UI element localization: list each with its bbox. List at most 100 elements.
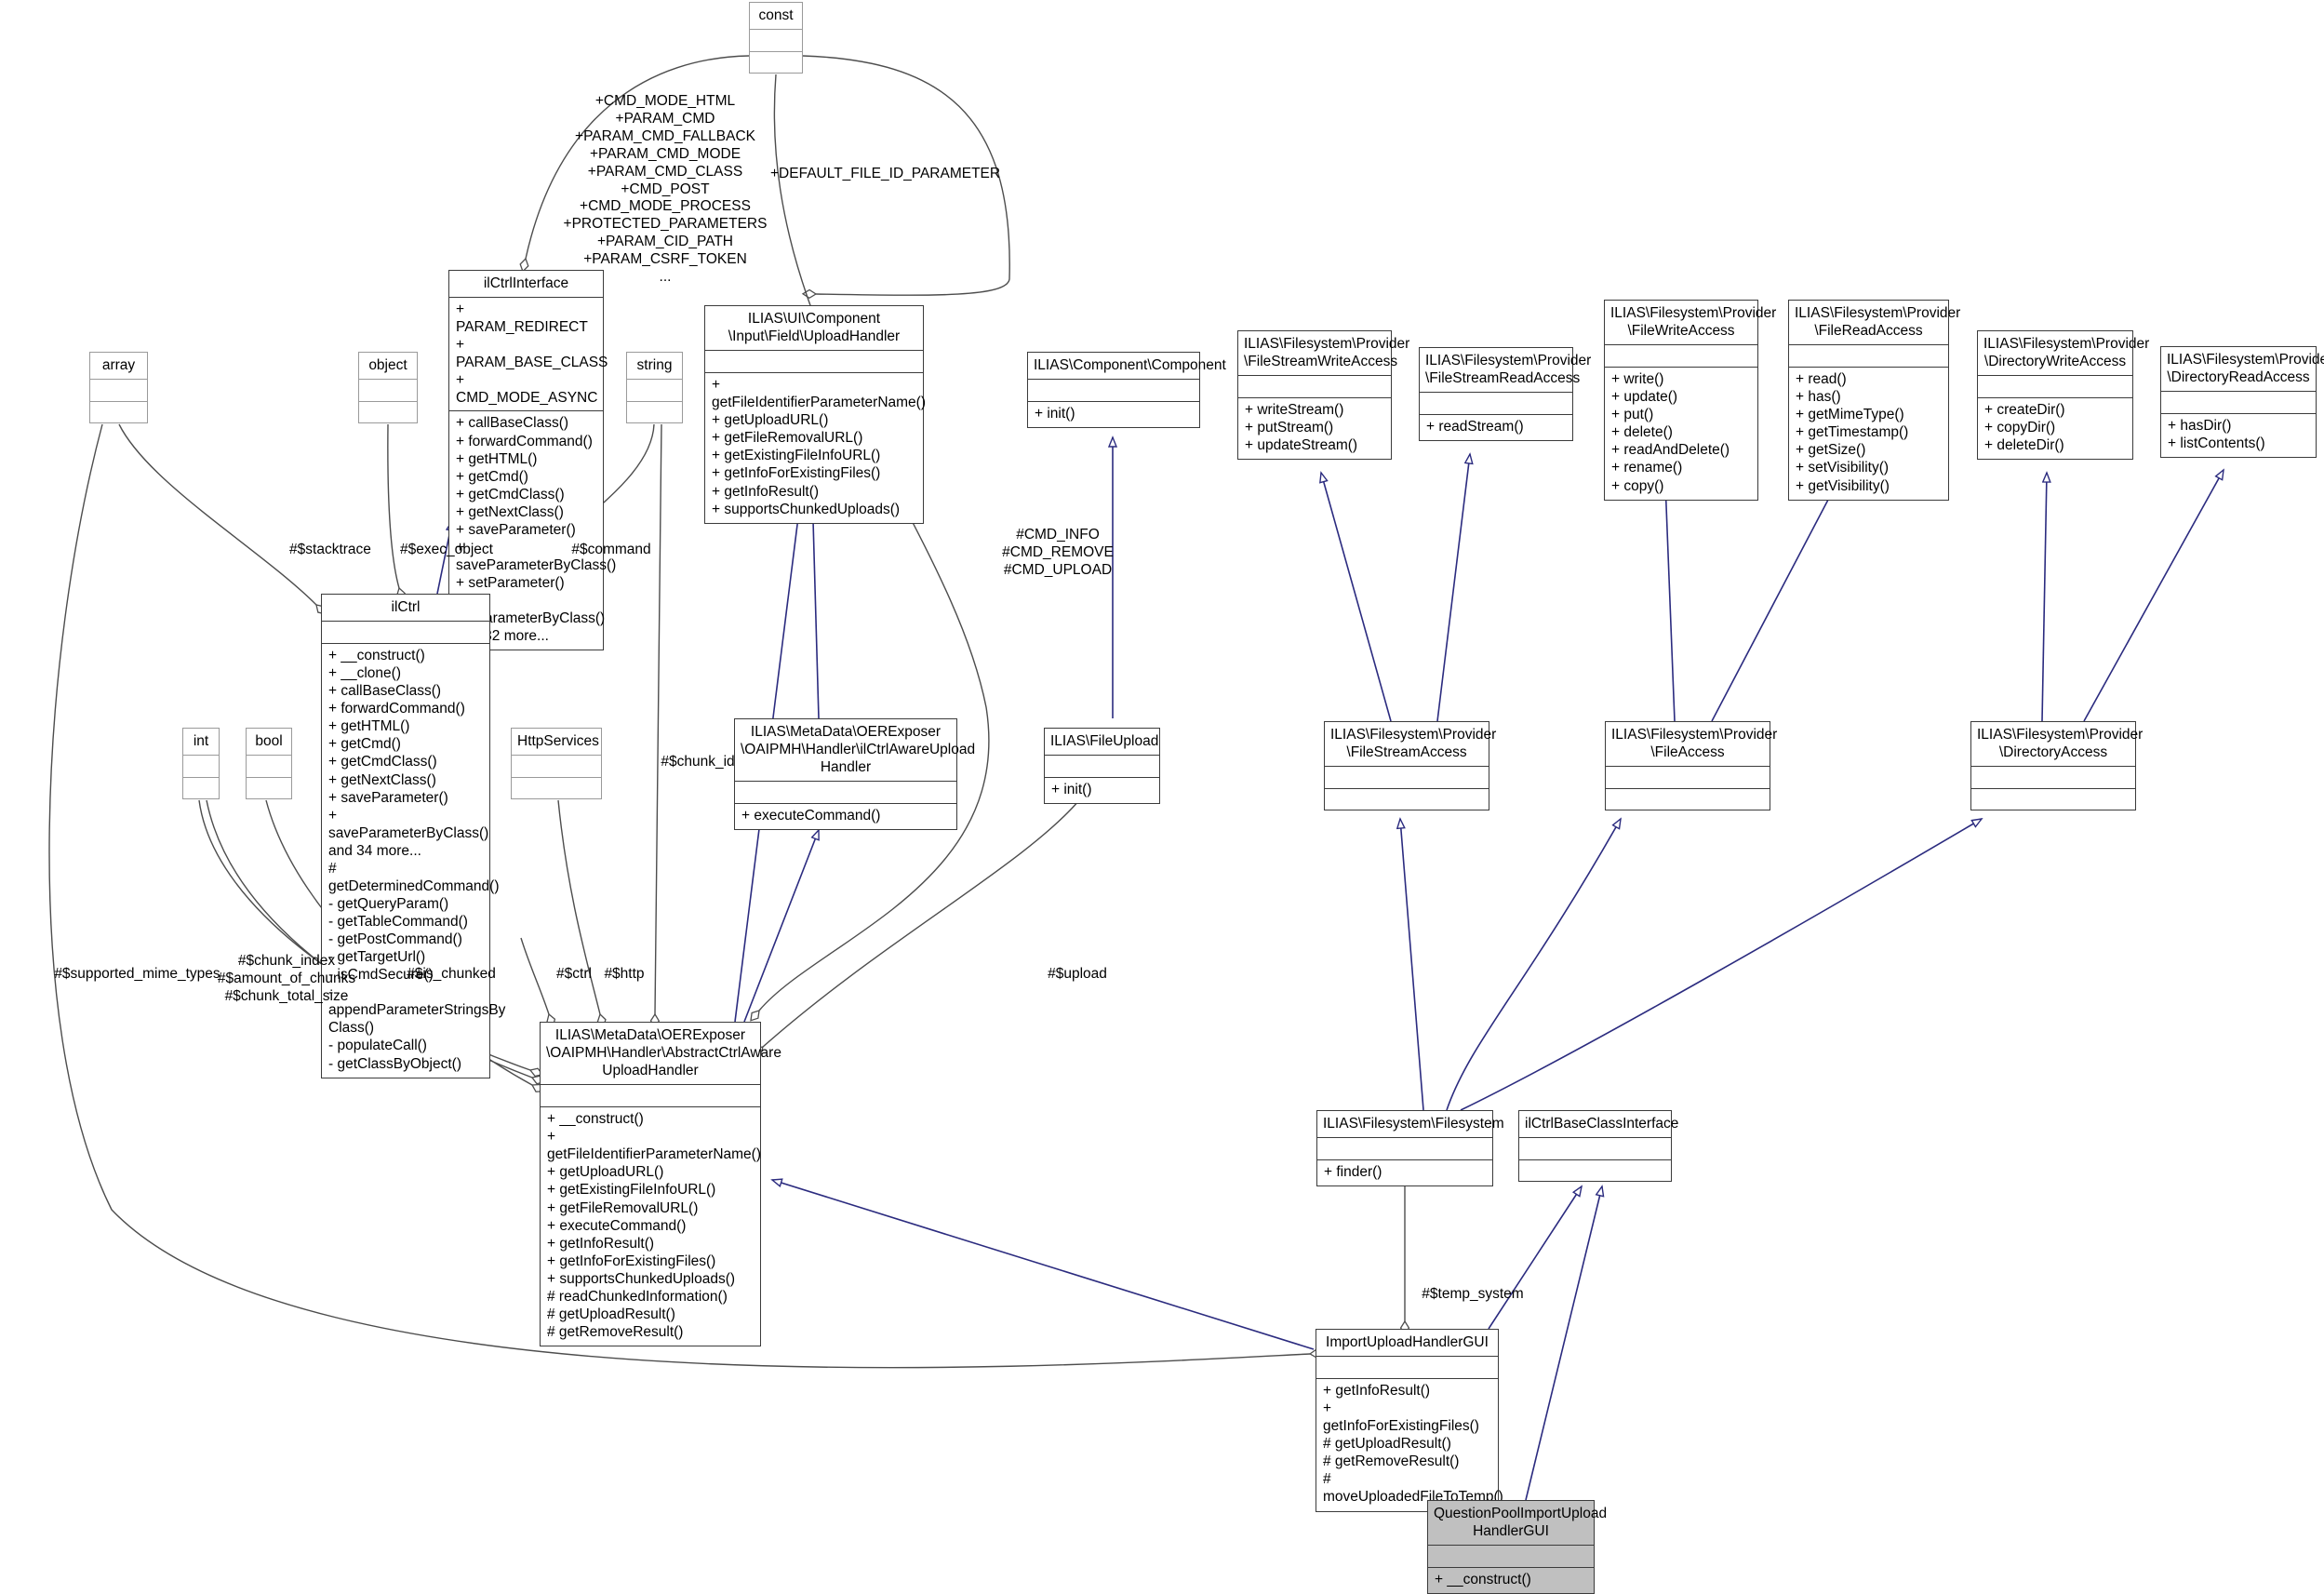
- edge-label-chunk-fields: #$chunk_index #$amount_of_chunks #$chunk…: [217, 953, 356, 1004]
- class-title: object: [359, 353, 417, 381]
- class-attributes: [322, 622, 489, 645]
- class-box-directorywriteaccess[interactable]: ILIAS\Filesystem\Provider \DirectoryWrit…: [1977, 330, 2149, 461]
- class-operation: + getVisibility(): [1796, 477, 1890, 494]
- class-title: ILIAS\Filesystem\Provider \FileReadAcces…: [1789, 301, 1960, 346]
- class-title: ILIAS\FileUpload: [1045, 729, 1159, 757]
- class-box-questionpoolimportuploadhandlergui[interactable]: QuestionPoolImportUpload HandlerGUI + __…: [1427, 1500, 1607, 1594]
- class-box-int[interactable]: int: [182, 728, 220, 800]
- class-attributes: [1045, 756, 1159, 779]
- class-operation: + copy(): [1611, 477, 1664, 494]
- class-box-httpservices[interactable]: HttpServices: [511, 728, 602, 800]
- class-operation: + getHTML(): [456, 450, 538, 467]
- class-title: ILIAS\Filesystem\Provider \FileStreamWri…: [1238, 331, 1409, 377]
- class-box-component[interactable]: ILIAS\Component\Component + init(): [1027, 352, 1226, 429]
- class-operations: [1519, 1160, 1671, 1181]
- class-operations: + read() + has() + getMimeType() + getTi…: [1789, 368, 1948, 499]
- class-box-string[interactable]: string: [626, 352, 683, 424]
- class-box-importuploadhandlergui[interactable]: ImportUploadHandlerGUI + getInfoResult()…: [1316, 1329, 1503, 1512]
- class-attributes: [705, 351, 923, 374]
- class-operations: + write() + update() + put() + delete() …: [1605, 368, 1757, 499]
- class-box-abstractctrlawareuploadhandler[interactable]: ILIAS\MetaData\OERExposer \OAIPMH\Handle…: [540, 1022, 781, 1346]
- class-operation: # readChunkedInformation(): [547, 1288, 728, 1305]
- class-operation: + readAndDelete(): [1611, 442, 1730, 459]
- class-operations: [627, 402, 682, 422]
- class-attributes: [183, 756, 219, 779]
- class-operation: + deleteDir(): [1984, 437, 2064, 454]
- class-operation: + getNextClass(): [328, 771, 436, 788]
- class-attributes: [247, 756, 291, 779]
- class-box-fileupload[interactable]: ILIAS\FileUpload + init(): [1044, 728, 1160, 805]
- class-operation: + getNextClass(): [456, 503, 564, 520]
- class-operation: + getInfoForExistingFiles(): [1323, 1400, 1479, 1435]
- class-box-object[interactable]: object: [358, 352, 418, 424]
- class-box-const[interactable]: const: [749, 2, 803, 74]
- class-operation: # getRemoveResult(): [547, 1323, 684, 1340]
- class-title: ILIAS\Filesystem\Provider \DirectoryRead…: [2161, 347, 2324, 393]
- class-operation-more: and 34 more...: [328, 842, 421, 859]
- class-attributes: [512, 756, 601, 779]
- class-box-filestreamreadaccess[interactable]: ILIAS\Filesystem\Provider \FileStreamRea…: [1419, 347, 1591, 442]
- class-box-ilctrlawareuploadhandler[interactable]: ILIAS\MetaData\OERExposer \OAIPMH\Handle…: [734, 718, 975, 831]
- class-operations: [512, 778, 601, 798]
- class-title: array: [90, 353, 147, 381]
- class-box-ilctrlbaseclassinterface[interactable]: ilCtrlBaseClassInterface: [1518, 1110, 1678, 1183]
- class-box-bool[interactable]: bool: [246, 728, 292, 800]
- class-operation: # getRemoveResult(): [1323, 1453, 1460, 1470]
- class-box-ilctrlinterface[interactable]: ilCtrlInterface + PARAM_REDIRECT + PARAM…: [448, 270, 616, 651]
- class-operation: - populateCall(): [328, 1038, 427, 1054]
- class-box-directoryaccess[interactable]: ILIAS\Filesystem\Provider \DirectoryAcce…: [1970, 721, 2143, 811]
- class-attributes: [1316, 1357, 1498, 1380]
- class-attributes: [750, 30, 802, 53]
- class-attribute: + PARAM_BASE_CLASS: [456, 337, 608, 371]
- class-attributes: [1971, 767, 2135, 790]
- class-title: int: [183, 729, 219, 757]
- class-operation: + getFileRemovalURL(): [712, 430, 863, 447]
- class-box-filestreamaccess[interactable]: ILIAS\Filesystem\Provider \FileStreamAcc…: [1324, 721, 1496, 811]
- class-operation: + setVisibility(): [1796, 460, 1890, 476]
- class-box-ilctrl[interactable]: ilCtrl + __construct() + __clone() + cal…: [321, 594, 505, 1078]
- class-operation: + init(): [1051, 782, 1092, 798]
- class-attribute: + PARAM_REDIRECT: [456, 301, 588, 336]
- class-operation: + supportsChunkedUploads(): [712, 501, 901, 517]
- class-title: ImportUploadHandlerGUI: [1316, 1330, 1498, 1358]
- class-operations: [1325, 789, 1489, 810]
- class-title: HttpServices: [512, 729, 601, 757]
- edge-label-supported-mime-types: #$supported_mime_types: [54, 966, 220, 982]
- class-operation: + getFileRemovalURL(): [547, 1199, 699, 1216]
- class-operation: - getTargetUrl(): [328, 949, 426, 966]
- class-box-filewriteaccess[interactable]: ILIAS\Filesystem\Provider \FileWriteAcce…: [1604, 300, 1776, 501]
- class-operations: + readStream(): [1420, 415, 1572, 440]
- class-box-fileaccess[interactable]: ILIAS\Filesystem\Provider \FileAccess: [1605, 721, 1777, 811]
- class-operation: + put(): [1611, 407, 1654, 423]
- class-title: bool: [247, 729, 291, 757]
- class-title: ILIAS\Filesystem\Provider \FileStreamRea…: [1420, 348, 1591, 394]
- class-title: ilCtrl: [322, 595, 489, 623]
- class-operations: [90, 402, 147, 422]
- class-operation: + __construct(): [547, 1111, 644, 1128]
- class-operation: # getUploadResult(): [1323, 1436, 1451, 1453]
- class-box-ui-uploadhandler[interactable]: ILIAS\UI\Component \Input\Field\UploadHa…: [704, 305, 926, 524]
- class-operation: + createDir(): [1984, 402, 2065, 419]
- class-operation: + rename(): [1611, 460, 1683, 476]
- edge-label-exec-object: #$exec_object: [400, 542, 493, 557]
- class-operation: + saveParameterByClass(): [328, 807, 489, 841]
- class-operation: + delete(): [1611, 424, 1673, 441]
- class-operation: + getHTML(): [328, 718, 410, 735]
- class-box-filesystem[interactable]: ILIAS\Filesystem\Filesystem + finder(): [1316, 1110, 1504, 1187]
- class-operation: + getUploadURL(): [547, 1164, 664, 1181]
- edge-label-temp-system: #$temp_system: [1422, 1286, 1524, 1302]
- class-attributes: [90, 380, 147, 403]
- edge-label-is-chunked: #$is_chunked: [407, 966, 496, 982]
- class-title: ILIAS\Filesystem\Filesystem: [1317, 1111, 1504, 1139]
- class-box-array[interactable]: array: [89, 352, 148, 424]
- class-title: ILIAS\MetaData\OERExposer \OAIPMH\Handle…: [541, 1023, 781, 1086]
- class-operation: + has(): [1796, 389, 1841, 406]
- class-operation: + __clone(): [328, 665, 401, 682]
- class-operation: + getExistingFileInfoURL(): [712, 448, 881, 464]
- class-box-filestreamwriteaccess[interactable]: ILIAS\Filesystem\Provider \FileStreamWri…: [1237, 330, 1409, 461]
- class-box-filereadaccess[interactable]: ILIAS\Filesystem\Provider \FileReadAcces…: [1788, 300, 1960, 501]
- class-operations: + hasDir() + listContents(): [2161, 414, 2316, 457]
- class-attributes: [1605, 345, 1757, 368]
- class-box-directoryreadaccess[interactable]: ILIAS\Filesystem\Provider \DirectoryRead…: [2160, 346, 2324, 459]
